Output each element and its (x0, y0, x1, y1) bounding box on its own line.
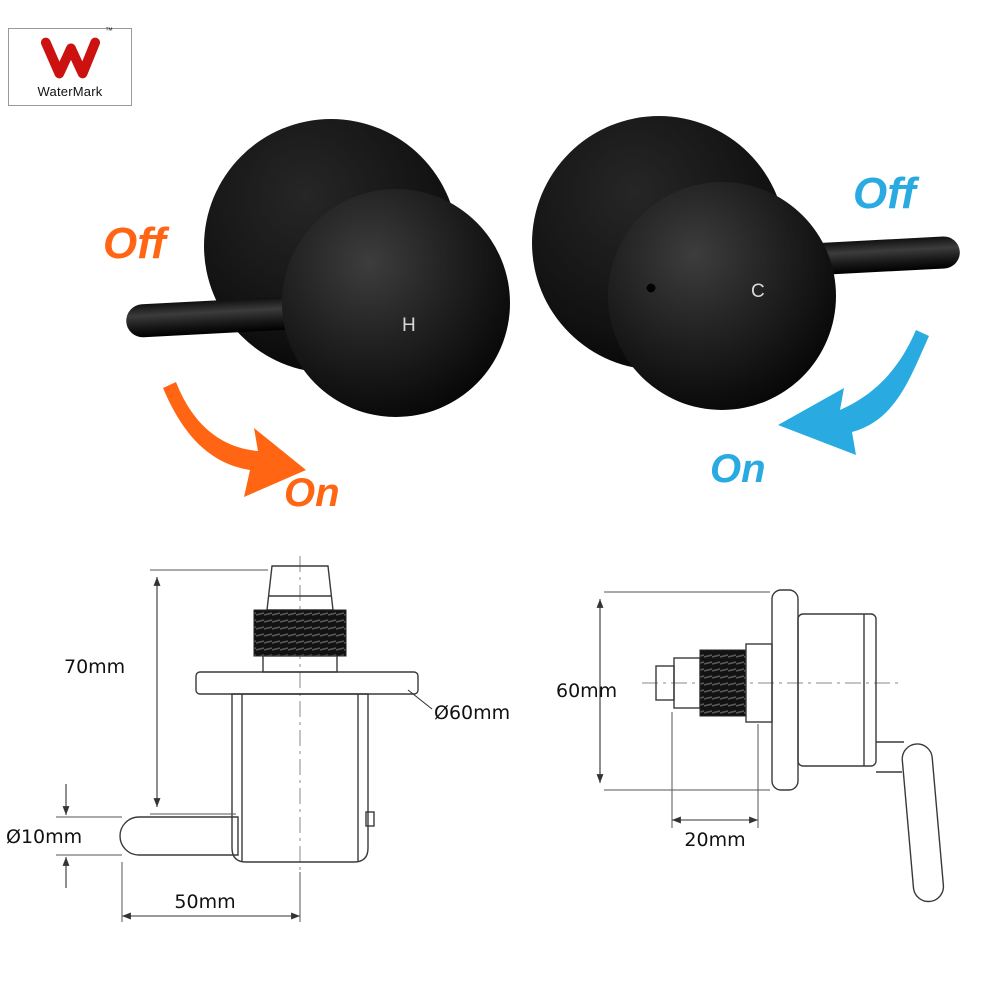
side-knob-body (797, 613, 877, 767)
dim-60mm-dia-label: Ø60mm (434, 702, 510, 724)
cold-valve-photo: C (532, 116, 960, 410)
cold-off-label: Off (853, 169, 920, 218)
side-view-dimensions: 60mm 20mm (556, 591, 770, 851)
hot-on-label: On (284, 471, 340, 515)
front-set-screw (365, 811, 375, 827)
cold-on-arrow-icon (778, 330, 929, 455)
watermark-logo-mark: ™ (39, 27, 113, 81)
hot-on-arrow-icon (163, 382, 306, 497)
cold-on-label: On (710, 447, 766, 491)
dim-10mm-dia-label: Ø10mm (6, 826, 82, 848)
hot-valve-photo: H (126, 119, 510, 417)
front-view-dimensions: 70mm Ø60mm Ø10mm 50mm (6, 569, 510, 922)
hot-lever-group (126, 295, 319, 338)
side-lever-group (901, 743, 945, 903)
watermark-logo-text: WaterMark (37, 84, 103, 99)
front-view-drawing (119, 556, 419, 876)
dim-70mm-label: 70mm (64, 656, 125, 678)
hot-knob (282, 189, 510, 417)
hot-lever-handle (126, 295, 319, 338)
side-thread (699, 649, 747, 717)
front-thread (253, 609, 347, 657)
dim-60mm-label: 60mm (556, 680, 617, 702)
hot-knob-label: H (402, 315, 417, 336)
front-body (231, 693, 369, 863)
side-lever (901, 743, 945, 903)
side-flange-plate (771, 589, 799, 791)
cold-set-screw-hole (645, 282, 657, 294)
watermark-w-glyph (40, 37, 101, 79)
cold-knob (608, 182, 836, 410)
side-view-drawing (642, 589, 945, 903)
front-handle (119, 816, 239, 856)
front-flange-plate (195, 671, 419, 695)
dim-20mm-label: 20mm (684, 829, 745, 851)
watermark-certification-badge: ™ WaterMark (8, 27, 132, 106)
dim-50mm-label: 50mm (174, 891, 235, 913)
cold-knob-label: C (751, 281, 766, 302)
watermark-w-icon (40, 37, 101, 79)
leader-line-60mm-dia (407, 689, 433, 710)
hot-off-label: Off (103, 219, 170, 268)
